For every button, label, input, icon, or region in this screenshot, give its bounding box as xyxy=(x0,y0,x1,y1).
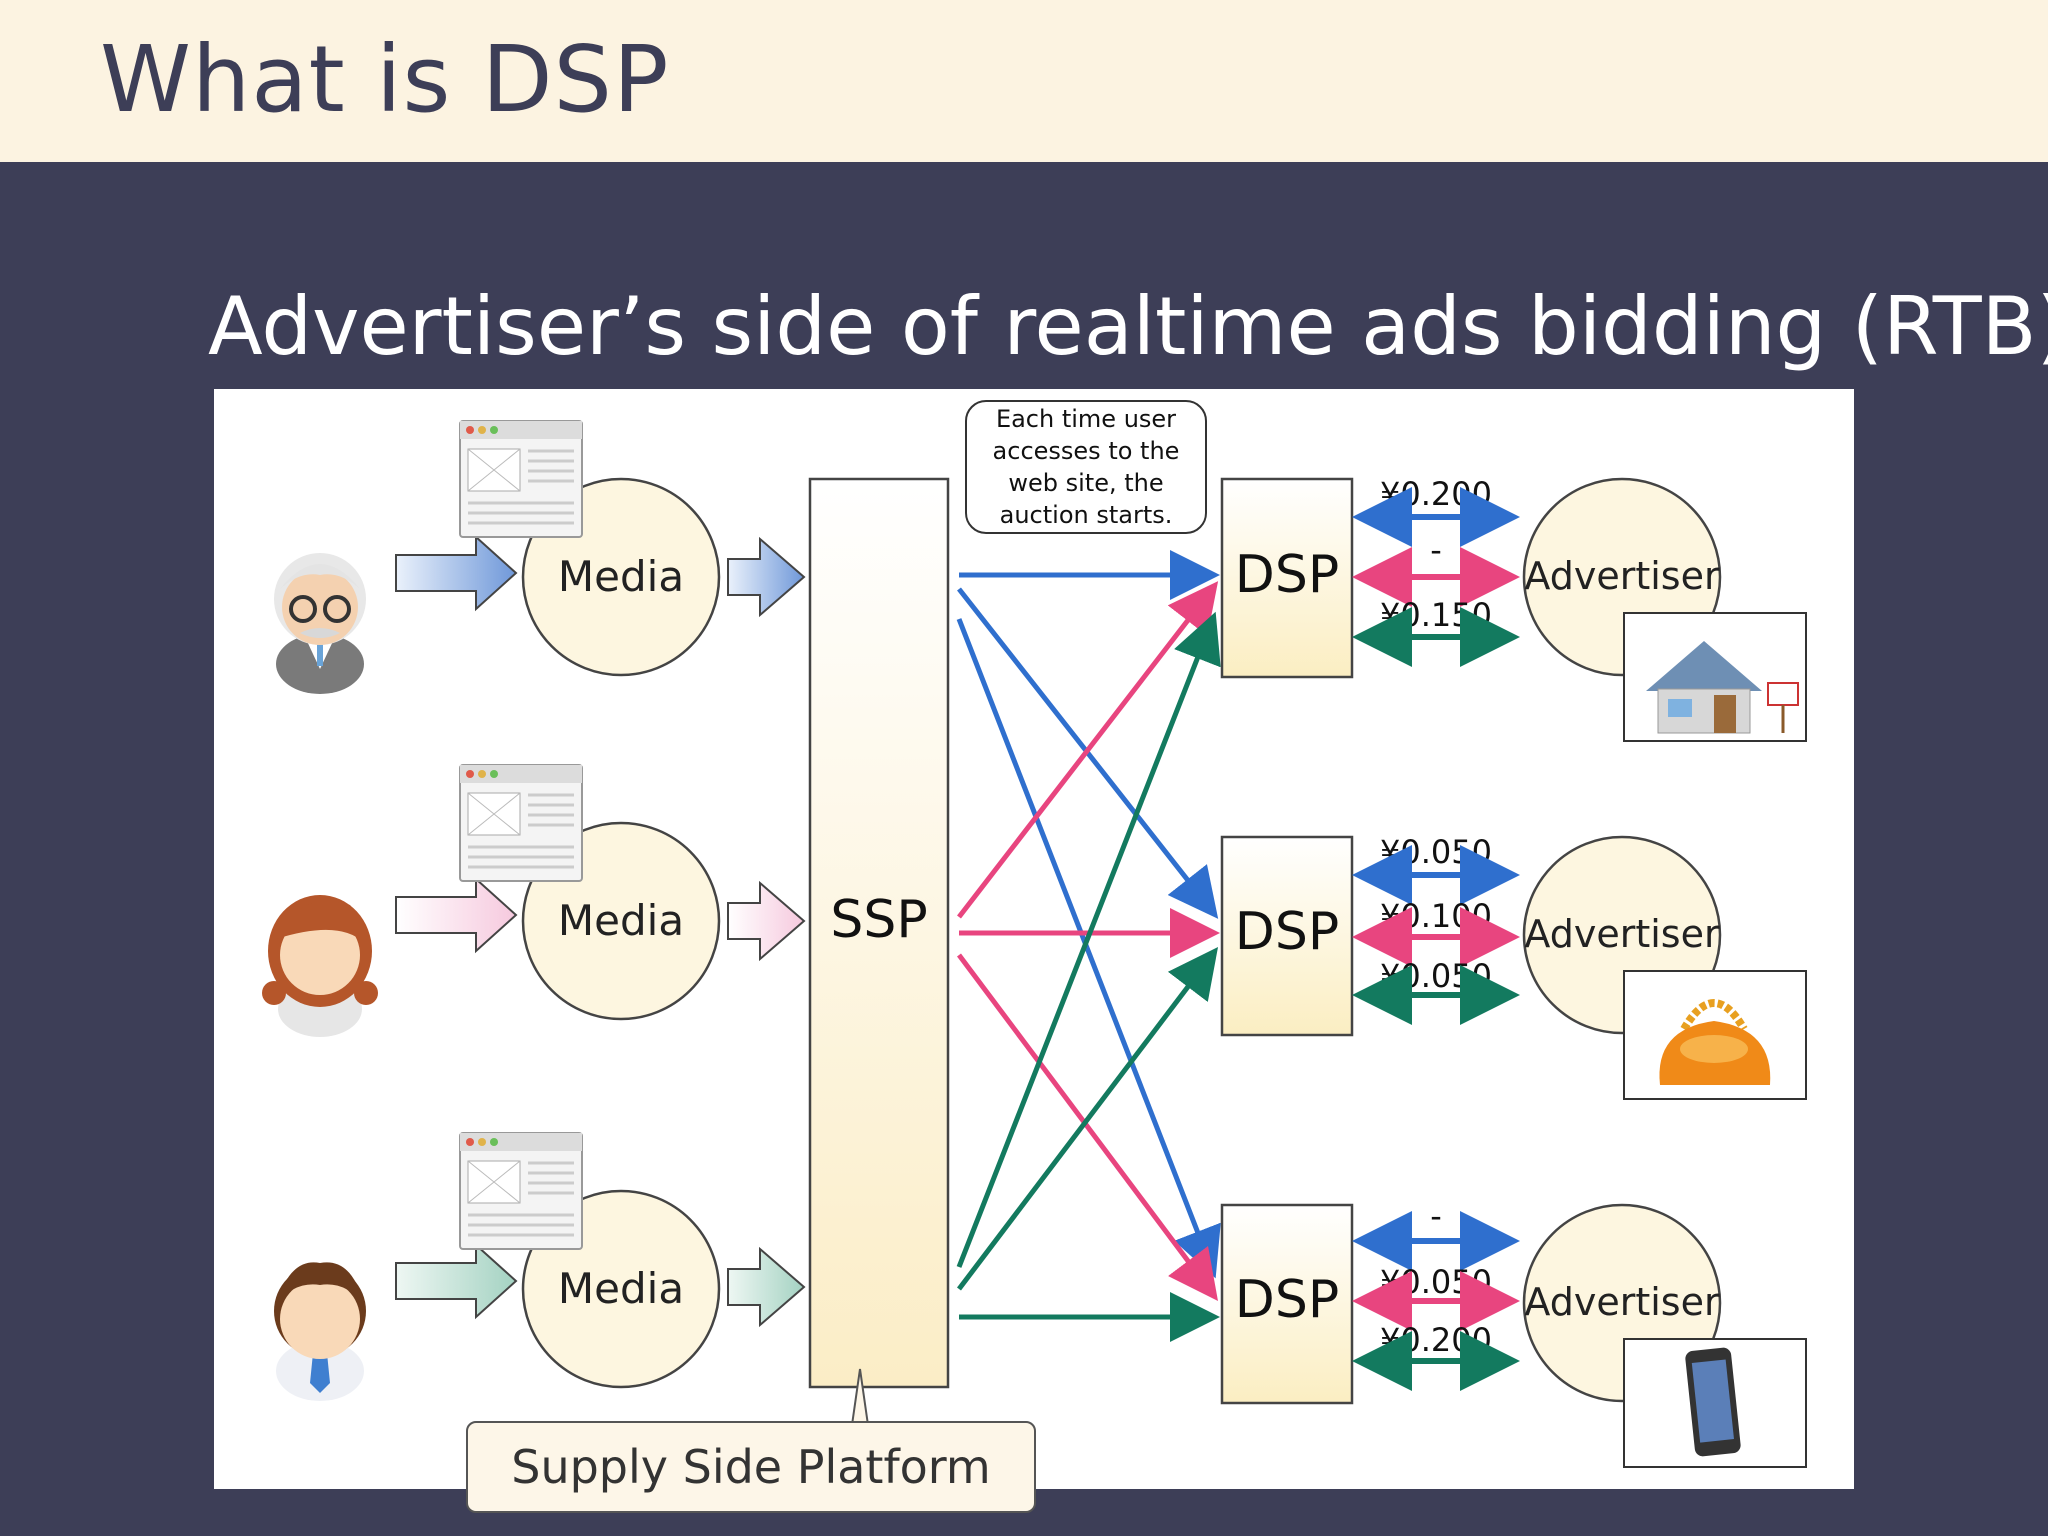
user-row-2: Media xyxy=(262,764,806,1037)
man-avatar-icon xyxy=(274,1262,366,1401)
rtb-diagram: Media Media xyxy=(262,400,1807,1468)
dsp-label: DSP xyxy=(1235,1270,1339,1330)
dsp-row-1: DSP ¥0.200 - ¥0.150 Advertiser xyxy=(1220,475,1807,742)
smartphone-icon xyxy=(1623,1338,1807,1468)
auction-note-line-4: auction starts. xyxy=(1000,501,1173,529)
dsp-box xyxy=(1220,1203,1354,1405)
auction-note: Each time user accesses to the web site,… xyxy=(965,400,1207,534)
media-flow-arrow xyxy=(395,534,518,612)
bid-value: ¥0.150 xyxy=(1380,596,1492,634)
media-label: Media xyxy=(558,1264,684,1313)
request-line-green xyxy=(956,611,1221,1268)
dsp-label: DSP xyxy=(1235,902,1339,962)
media-flow-arrow xyxy=(395,1242,518,1320)
advertiser-label: Advertiser xyxy=(1524,554,1720,598)
user-row-3: Media xyxy=(274,1132,806,1401)
bid-value: ¥0.050 xyxy=(1380,833,1492,871)
request-line-pink xyxy=(957,581,1219,919)
ssp-callout: Supply Side Platform xyxy=(466,1421,1036,1513)
ssp-label: SSP xyxy=(830,890,927,950)
advertiser-label: Advertiser xyxy=(1524,1280,1720,1324)
bid-value: - xyxy=(1430,531,1442,569)
advertiser-label: Advertiser xyxy=(1524,912,1720,956)
page-title: What is DSP xyxy=(100,26,670,133)
dsp-box xyxy=(1220,477,1354,679)
media-flow-arrow xyxy=(395,876,518,954)
user-row-1: Media xyxy=(274,420,806,694)
house-for-sale-icon xyxy=(1623,612,1807,742)
dsp-row-3: DSP - ¥0.050 ¥0.200 Advertiser xyxy=(1220,1197,1807,1468)
ssp-input-arrow xyxy=(727,1246,806,1328)
webpage-wireframe-icon xyxy=(459,420,583,538)
dsp-box xyxy=(1220,835,1354,1037)
bid-request-lines xyxy=(956,550,1221,1342)
auction-note-line-1: Each time user xyxy=(996,405,1176,433)
dsp-label: DSP xyxy=(1235,545,1339,605)
bid-value: ¥0.050 xyxy=(1380,1263,1492,1301)
webpage-wireframe-icon xyxy=(459,1132,583,1250)
ssp-input-arrow xyxy=(727,880,806,962)
ssp-input-arrow xyxy=(727,536,806,618)
slide-header: What is DSP xyxy=(0,0,2048,162)
bid-value: ¥0.100 xyxy=(1380,897,1492,935)
request-line-green xyxy=(957,947,1219,1291)
handbag-icon xyxy=(1623,970,1807,1100)
bid-value: ¥0.200 xyxy=(1380,1321,1492,1359)
ssp-box: SSP xyxy=(808,477,950,1426)
auction-note-line-3: web site, the xyxy=(1008,469,1163,497)
dsp-row-2: DSP ¥0.050 ¥0.100 ¥0.050 Advertiser xyxy=(1220,833,1807,1100)
auction-note-line-2: accesses to the xyxy=(993,437,1180,465)
bid-value: ¥0.050 xyxy=(1380,957,1492,995)
elderly-man-avatar-icon xyxy=(274,553,366,694)
bid-value: ¥0.200 xyxy=(1380,475,1492,513)
media-label: Media xyxy=(558,896,684,945)
woman-avatar-icon xyxy=(262,895,378,1037)
bid-value: - xyxy=(1430,1197,1442,1235)
webpage-wireframe-icon xyxy=(459,764,583,882)
media-label: Media xyxy=(558,552,684,601)
slide-subtitle: Advertiser’s side of realtime ads biddin… xyxy=(208,280,2048,373)
